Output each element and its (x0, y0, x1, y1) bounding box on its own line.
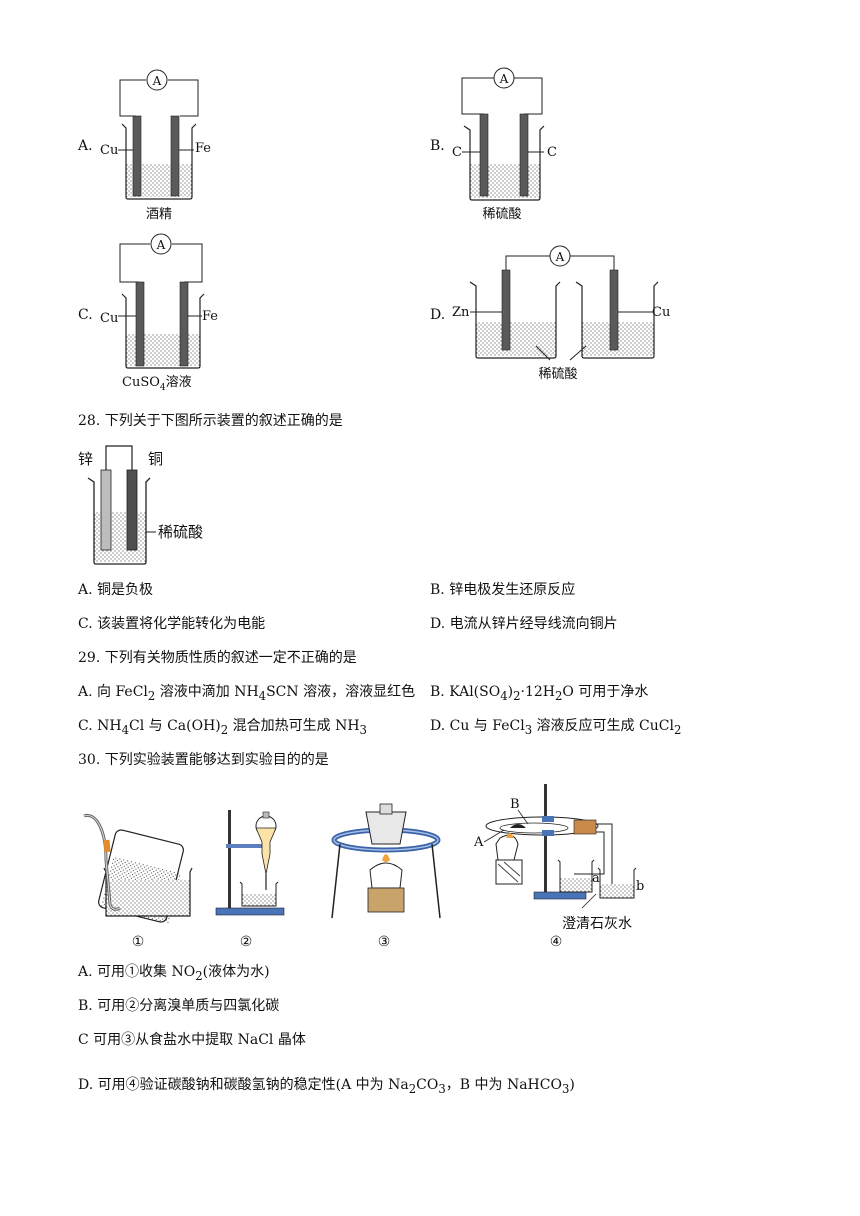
option-c-right-electrode: Fe (202, 309, 218, 324)
option-b-liquid: 稀硫酸 (482, 207, 521, 222)
option-c-letter: C. (78, 307, 93, 323)
q30-figure-4: A B a b 澄清石灰水 ④ (473, 784, 644, 950)
option-a-liquid: 酒精 (146, 207, 172, 222)
q29-option-b: B. KAl(SO4)2·12H2O 可用于净水 (430, 684, 649, 703)
option-b-right-electrode: C (547, 145, 557, 160)
option-d-right-electrode: Cu (652, 305, 670, 320)
meter-symbol: A (555, 250, 565, 264)
option-d-letter: D. (430, 307, 446, 323)
option-d-figure: A Zn Cu 稀硫酸 (452, 245, 670, 382)
q29-stem: 29. 下列有关物质性质的叙述一定不正确的是 (78, 650, 357, 666)
option-a-right-electrode: Fe (195, 141, 211, 156)
q28-figure: 锌 铜 稀硫酸 (78, 445, 203, 565)
option-c-liquid: CuSO4溶液 (122, 375, 192, 390)
q30-option-a: A. 可用①收集 NO2(液体为水) (78, 964, 270, 983)
q28-option-a: A. 铜是负极 (78, 582, 154, 598)
q28-option-b: B. 锌电极发生还原反应 (430, 582, 576, 598)
q30-option-c: C 可用③从食盐水中提取 NaCl 晶体 (78, 1032, 306, 1048)
figure-label-2: ② (240, 934, 253, 950)
option-b-figure: A C C 稀硫酸 (452, 67, 557, 222)
q30-option-b: B. 可用②分离溴单质与四氯化碳 (78, 998, 280, 1014)
option-b-left-electrode: C (452, 145, 462, 160)
q28-option-c: C. 该装置将化学能转化为电能 (78, 616, 266, 632)
q28-option-d: D. 电流从锌片经导线流向铜片 (430, 616, 618, 632)
figure-label-3: ③ (378, 934, 391, 950)
meter-symbol: A (499, 72, 509, 86)
figure-label-1: ① (132, 934, 145, 950)
fig4-label-b-beaker: b (636, 879, 644, 894)
figure-label-4: ④ (550, 934, 563, 950)
option-c-figure: A Cu Fe CuSO4溶液 (100, 233, 218, 390)
meter-symbol: A (152, 74, 162, 88)
q30-figure-2: ② (215, 810, 285, 950)
option-d-left-electrode: Zn (452, 305, 470, 320)
option-c-left-electrode: Cu (100, 311, 118, 326)
meter-symbol: A (156, 238, 166, 252)
fig4-caption: 澄清石灰水 (562, 916, 632, 932)
q30-stem: 30. 下列实验装置能够达到实验目的的是 (78, 752, 329, 768)
q29-option-d: D. Cu 与 FeCl3 溶液反应可生成 CuCl2 (430, 718, 682, 737)
q30-option-d: D. 可用④验证碳酸钠和碳酸氢钠的稳定性(A 中为 Na2CO3，B 中为 Na… (78, 1077, 575, 1096)
q28-stem: 28. 下列关于下图所示装置的叙述正确的是 (78, 413, 343, 429)
q30-figure-3: ③ (331, 803, 441, 950)
q28-zinc-label: 锌 (78, 450, 93, 468)
q30-figure-1: ① (83, 814, 193, 950)
fig4-label-a-tube: A (473, 835, 484, 850)
fig4-label-b-tube: B (510, 797, 520, 812)
q28-liquid-label: 稀硫酸 (158, 523, 203, 541)
option-b-letter: B. (430, 138, 445, 154)
q29-option-c: C. NH4Cl 与 Ca(OH)2 混合加热可生成 NH3 (78, 718, 367, 737)
option-a-figure: A Cu Fe 酒精 (100, 69, 211, 222)
q29-option-a: A. 向 FeCl2 溶液中滴加 NH4SCN 溶液，溶液显红色 (78, 684, 416, 703)
option-a-letter: A. (78, 138, 93, 154)
option-a-left-electrode: Cu (100, 143, 118, 158)
fig4-label-a-beaker: a (592, 871, 600, 886)
q28-copper-label: 铜 (148, 450, 163, 468)
option-d-liquid: 稀硫酸 (538, 367, 577, 382)
